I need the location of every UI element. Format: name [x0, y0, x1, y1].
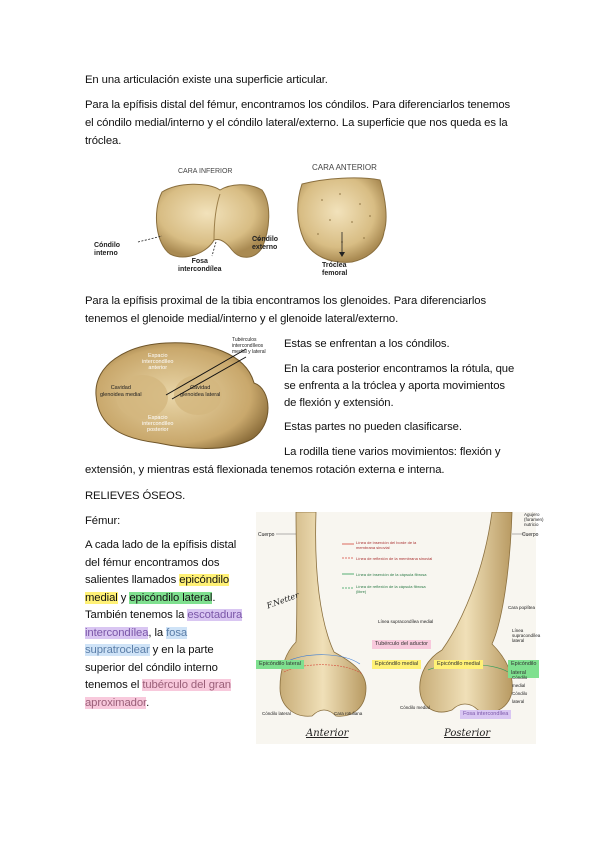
label-condilo-medial: Cóndilo medial — [400, 705, 430, 710]
hl-aproximador: aproximador — [85, 696, 147, 709]
tibia-side-1: Estas se enfrentan a los cóndilos. — [284, 338, 450, 350]
label-cara-rotuliana: Cara rotuliana — [334, 711, 363, 716]
hl-intercondilea: intercondílea — [85, 626, 149, 639]
label-condilo-lateral-right: Cóndilo lateral — [512, 691, 528, 704]
tibia-side-6: La rodilla tiene varios movimientos: fle… — [284, 446, 501, 458]
label-cara-poplitea: Cara poplítea — [508, 605, 536, 610]
tibia-line-1: Para la epífisis proximal de la tibia en… — [85, 295, 487, 307]
tag-tuberculo-aductor: Tubérculo del aductor — [372, 640, 431, 649]
hl-fosa: fosa — [166, 626, 188, 639]
legend-1: Línea de inserción del borde de la membr… — [356, 540, 417, 550]
tibia-line-2: tenemos el glenoide medial/interno y el … — [85, 313, 399, 325]
hl-medial: medial — [85, 591, 118, 604]
hl-epicondilo-lateral: epicóndilo lateral — [129, 591, 213, 604]
tag-epicondilo-lateral: Epicóndilo lateral — [256, 660, 304, 669]
tag-epicondilo-lateral-2: Epicóndilo lateral — [508, 660, 540, 678]
hl-tuberculo: tubérculo del gran — [142, 679, 231, 691]
hl-supratroclear: supratroclear — [85, 644, 150, 656]
tibia-side-2: En la cara posterior encontramos la rótu… — [284, 363, 515, 375]
tibia-side-3: se enfrenta a la tróclea y aporta movimi… — [284, 380, 505, 392]
anterior-face-title: CARA ANTERIOR — [312, 163, 377, 172]
femur-distal-line-2: el cóndilo medial/interno y el cóndilo l… — [85, 117, 508, 129]
label-condilo-medial-right: Cóndilo medial — [512, 675, 528, 688]
legend-4: Línea de reflexión de la cápsula fibrosa… — [356, 584, 426, 594]
tibia-side-4: de flexión y extensión. — [284, 397, 394, 409]
relieves-heading: RELIEVES ÓSEOS. — [85, 490, 186, 502]
tag-epicondilo-medial: Epicóndilo medial — [372, 660, 422, 669]
label-agujero: Agujero(foramen)nutricio — [524, 512, 544, 527]
hl-epicondilo: epicóndilo — [179, 574, 230, 586]
legend-3: Línea de inserción de la cápsula fibrosa — [356, 572, 427, 577]
label-condilo-lateral: Cóndilo lateral — [262, 711, 291, 716]
tag-fosa-intercondilea: Fosa intercondílea — [460, 710, 512, 719]
tibia-side-5: Estas partes no pueden clasificarse. — [284, 421, 462, 433]
femur-heading: Fémur: — [85, 515, 121, 527]
inferior-face-title: CARA INFERIOR — [178, 168, 233, 175]
relieves-paragraph: A cada lado de la epífisis distal del fé… — [85, 539, 243, 709]
hl-escotadura: escotadura — [187, 609, 243, 621]
label-linea-medial: Línea supracondílea medial — [378, 619, 434, 624]
femur-relief-figure: Agujero(foramen)nutricio Cuerpo Cuerpo L… — [256, 511, 544, 744]
label-cuerpo-left: Cuerpo — [258, 532, 275, 538]
hand-label-anterior: Anterior — [306, 728, 349, 739]
label-cuerpo-right: Cuerpo — [522, 532, 539, 538]
tag-epicondilo-medial-2: Epicóndilo medial — [434, 660, 484, 669]
intro-line: En una articulación existe una superfici… — [85, 74, 328, 86]
hand-label-posterior: Posterior — [444, 728, 491, 739]
femur-distal-line-3: tróclea. — [85, 135, 122, 147]
tibia-full-line: extensión, y mientras está flexionada te… — [85, 464, 445, 476]
femur-distal-line-1: Para la epífisis distal del fémur, encon… — [85, 99, 511, 111]
femur-faces-illustration — [137, 177, 387, 263]
legend-2: Línea de reflexión de la membrana sinovi… — [356, 556, 433, 561]
tibia-plateau-illustration — [95, 342, 269, 449]
